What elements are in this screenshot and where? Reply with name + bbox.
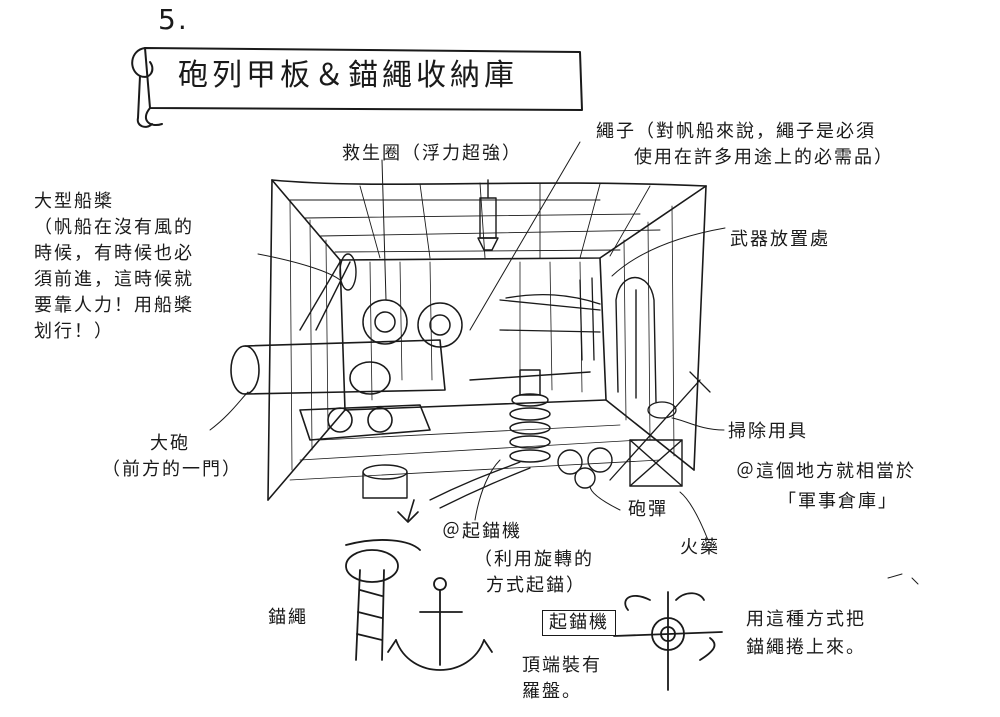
label-rope-line1: 繩子（對帆船來說，繩子是必須: [596, 121, 876, 142]
room-outline: [267, 179, 707, 501]
anchor-detail-drawing: [345, 539, 493, 671]
label-capstan-box: 起錨機: [542, 610, 616, 636]
capstan-wheel-drawing: [613, 591, 723, 691]
label-cannon-title: 大砲: [150, 433, 190, 454]
down-arrow: [397, 499, 419, 523]
page-number: 5.: [158, 3, 189, 36]
label-wind-line1: 用這種方式把: [746, 609, 866, 630]
label-compass-line2: 羅盤。: [522, 681, 582, 702]
label-compass-line1: 頂端裝有: [522, 655, 602, 676]
weapon-rack-drawing: [499, 277, 601, 361]
scroll-banner: [131, 47, 583, 128]
label-arsenal-line1: ＠這個地方就相當於: [736, 461, 916, 482]
page-title: 砲列甲板＆錨繩收納庫: [178, 58, 518, 93]
label-cannon-sub: （前方的一門）: [102, 459, 242, 480]
cannon-drawing: [230, 339, 446, 441]
margin-mark: [887, 573, 919, 585]
label-lifebuoy: 救生圈（浮力超強）: [342, 143, 522, 164]
oar-drawing: [299, 253, 357, 331]
label-arsenal-line2: 「軍事倉庫」: [778, 491, 898, 512]
label-capstan-line2: 方式起錨）: [486, 575, 586, 596]
label-oar-line2: 時候，有時候也必: [34, 243, 194, 264]
label-wind-line2: 錨繩捲上來。: [746, 637, 866, 658]
label-oar-line4: 要靠人力！用船槳: [34, 295, 194, 316]
wall-planks: [289, 199, 675, 471]
label-capstan-title: ＠起錨機: [442, 521, 522, 542]
label-weapon: 武器放置處: [730, 229, 830, 250]
label-capstan-line1: （利用旋轉的: [474, 549, 594, 570]
leader-lines: [209, 141, 726, 541]
door-drawing: [615, 276, 657, 403]
label-oar-line3: 須前進，這時候就: [34, 269, 194, 290]
lantern-drawing: [477, 179, 499, 251]
label-rope-line2: 使用在許多用途上的必需品）: [634, 147, 894, 168]
capstan-coil-drawing: [469, 369, 591, 463]
label-cleaning: 掃除用具: [728, 421, 808, 442]
lifebuoy-drawing: [362, 299, 463, 348]
label-anchor-rope: 錨繩: [268, 607, 308, 628]
floor-planks: [289, 424, 661, 481]
deck-rope-drawing: [429, 461, 531, 509]
barrels-crates-drawing: [362, 439, 683, 499]
label-gunpowder: 火藥: [680, 537, 720, 558]
label-oar-line5: 划行！）: [34, 321, 114, 342]
label-cannonball: 砲彈: [628, 499, 668, 520]
broom-drawing: [609, 371, 711, 481]
ceiling-planks: [289, 182, 661, 259]
label-oar-line1: （帆船在沒有風的: [34, 217, 194, 238]
label-oar-title: 大型船槳: [34, 191, 114, 212]
